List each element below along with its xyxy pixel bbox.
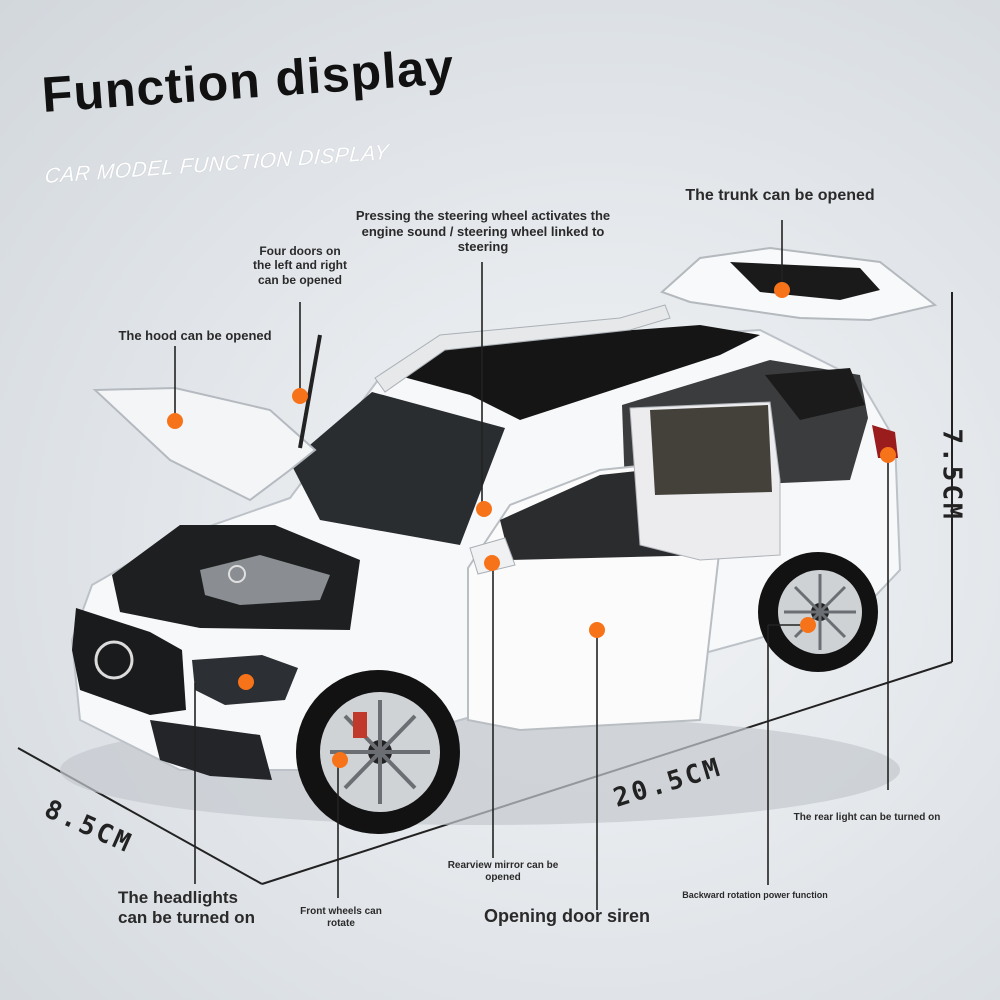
marker-door-siren [589,622,605,638]
callout-front-wheels: Front wheels can rotate [300,906,382,929]
marker-doors [292,388,308,404]
callout-mirror: Rearview mirror can be opened [447,860,559,883]
marker-front-wheels [332,752,348,768]
marker-rear-light [880,447,896,463]
leader-lines [174,220,889,910]
callout-doors: Four doors on the left and right can be … [253,244,347,287]
callout-hood: The hood can be opened [118,328,272,343]
callout-steering: Pressing the steering wheel activates th… [355,208,611,255]
callout-rear-light: The rear light can be turned on [793,812,941,823]
marker-trunk [774,282,790,298]
marker-hood [167,413,183,429]
callout-trunk: The trunk can be opened [685,187,875,204]
dimension-height: 7.5CM [936,428,967,522]
marker-headlights [238,674,254,690]
car-model-image [70,246,938,834]
marker-backward [800,617,816,633]
marker-steering [476,501,492,517]
callout-headlights: The headlights can be turned on [118,888,255,928]
callout-door-siren: Opening door siren [483,906,650,926]
function-markers [167,282,896,768]
marker-mirror [484,555,500,571]
callout-backward: Backward rotation power function [682,890,828,900]
